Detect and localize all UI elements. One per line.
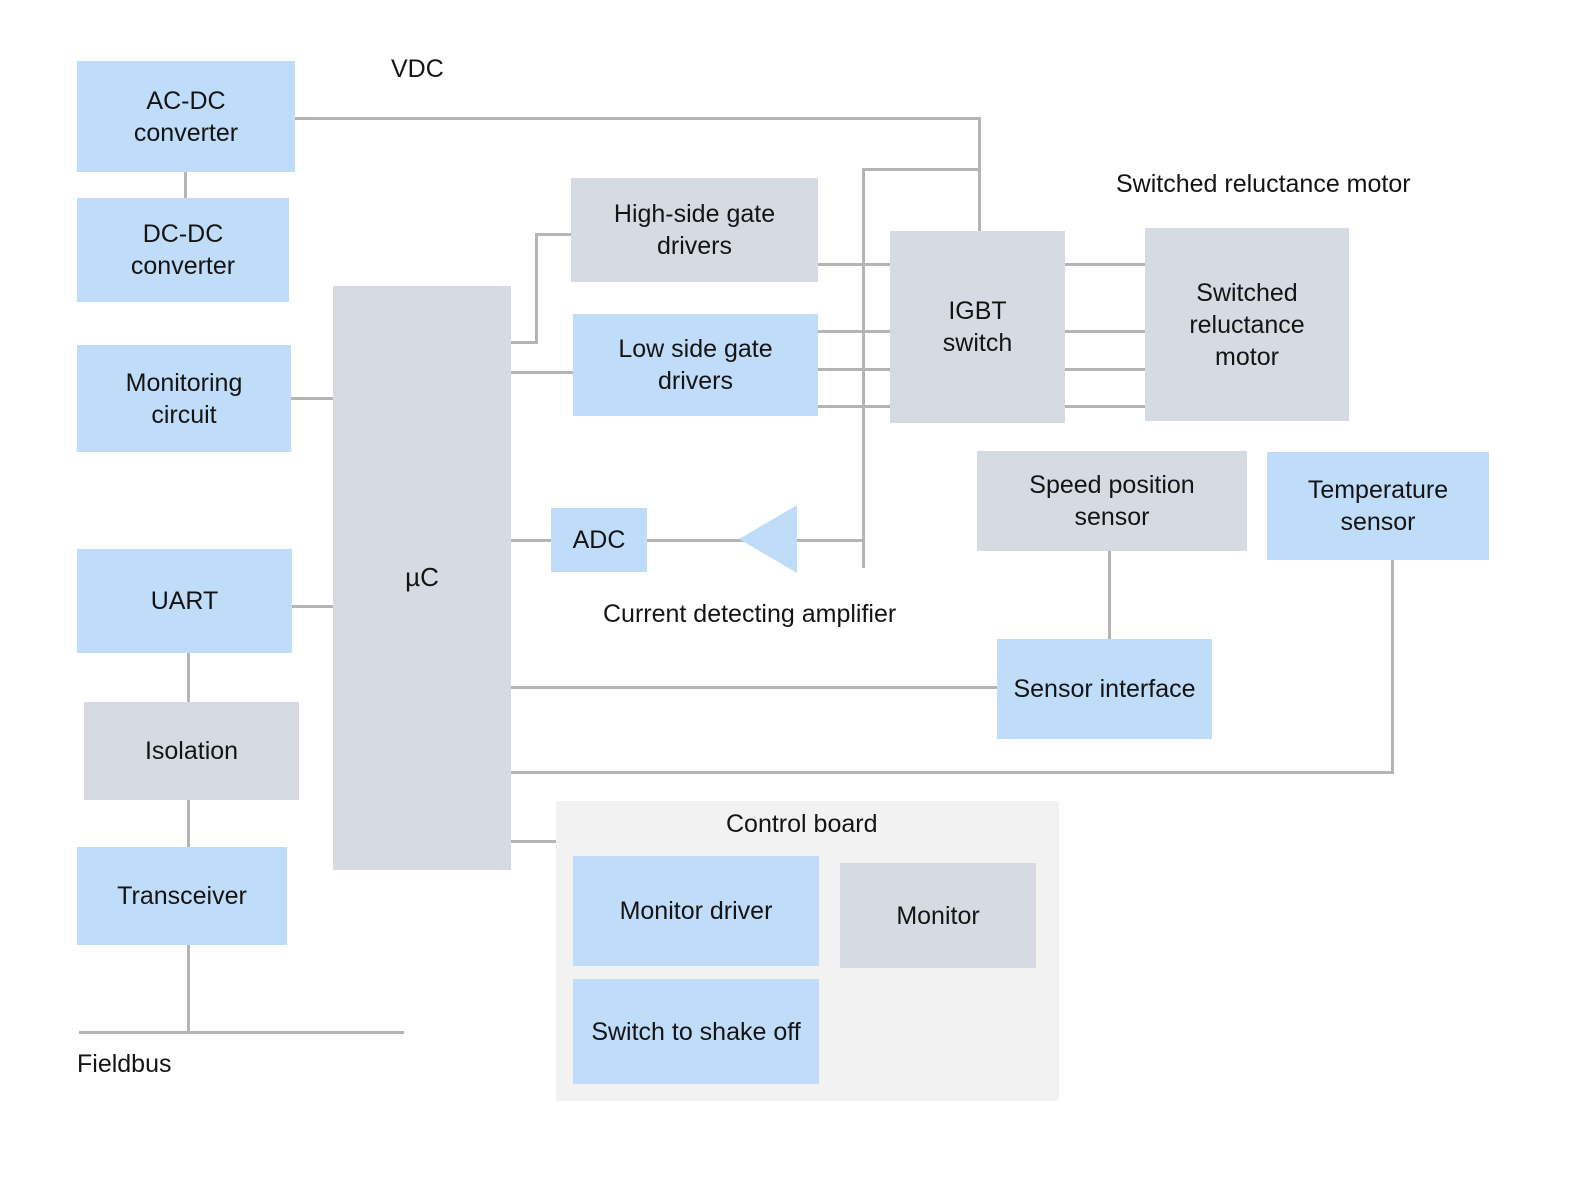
wire-highside-to-igbt xyxy=(817,263,893,266)
block-switch-to-shake-off[interactable]: Switch to shake off xyxy=(573,979,819,1084)
wire-amp-to-adc xyxy=(646,539,744,542)
wire-transceiver-to-fieldbus xyxy=(187,944,190,1033)
wire-uart-to-isolation xyxy=(187,653,190,704)
block-uart[interactable]: UART xyxy=(77,549,292,653)
wire-igbt-to-motor-2 xyxy=(1063,330,1147,333)
current-detecting-amplifier-icon xyxy=(739,505,797,573)
wire-isolation-to-transceiver xyxy=(187,799,190,849)
wire-uart-to-uc xyxy=(291,605,336,608)
block-speed-position-sensor[interactable]: Speed position sensor xyxy=(977,451,1247,551)
control-board-label: Control board xyxy=(726,810,878,838)
wire-current-sense-to-amp xyxy=(790,539,865,542)
block-high-side-gate-drivers[interactable]: High-side gate drivers xyxy=(571,178,818,282)
wire-igbt-to-motor-3 xyxy=(1063,368,1147,371)
wire-lowside-to-igbt-3 xyxy=(817,405,893,408)
block-isolation[interactable]: Isolation xyxy=(84,702,299,800)
block-adc[interactable]: ADC xyxy=(551,508,647,572)
wire-uc-to-highside-seg2 xyxy=(535,233,538,344)
wire-igbt-to-motor-1 xyxy=(1063,263,1147,266)
vdc-label: VDC xyxy=(391,55,444,83)
fieldbus-label: Fieldbus xyxy=(77,1050,172,1078)
wire-fieldbus-rail xyxy=(79,1031,404,1034)
wire-vdc-horizontal xyxy=(295,117,981,120)
wire-lowside-to-igbt-1 xyxy=(817,330,893,333)
wire-temperature-sensor-down xyxy=(1391,560,1394,773)
block-temperature-sensor[interactable]: Temperature sensor xyxy=(1267,452,1489,560)
wire-temperature-to-uc xyxy=(510,771,1394,774)
wire-uc-to-lowside xyxy=(510,371,576,374)
block-monitoring-circuit[interactable]: Monitoring circuit xyxy=(77,345,291,452)
wire-monitoring-to-uc xyxy=(291,397,336,400)
block-dc-dc-converter[interactable]: DC-DC converter xyxy=(77,198,289,302)
block-transceiver[interactable]: Transceiver xyxy=(77,847,287,945)
block-microcontroller[interactable]: µC xyxy=(333,286,511,870)
wire-sensor-interface-to-uc xyxy=(510,686,999,689)
block-monitor[interactable]: Monitor xyxy=(840,863,1036,968)
block-igbt-switch[interactable]: IGBT switch xyxy=(890,231,1065,423)
wire-uc-to-highside-seg3 xyxy=(535,233,575,236)
block-low-side-gate-drivers[interactable]: Low side gate drivers xyxy=(573,314,818,416)
wire-speed-sensor-to-interface xyxy=(1108,551,1111,639)
block-ac-dc-converter[interactable]: AC-DC converter xyxy=(77,61,295,172)
wire-vdc-down-to-igbt xyxy=(978,117,981,235)
switched-reluctance-motor-group-label: Switched reluctance motor xyxy=(1116,170,1411,198)
wire-igbt-to-motor-4 xyxy=(1063,405,1147,408)
wire-uc-to-adc xyxy=(510,539,552,542)
current-detecting-amplifier-label: Current detecting amplifier xyxy=(603,600,897,628)
wire-uc-to-control-board xyxy=(510,840,570,843)
block-sensor-interface[interactable]: Sensor interface xyxy=(997,639,1212,739)
wire-uc-to-highside-seg1 xyxy=(510,341,538,344)
wire-acdc-to-dcdc xyxy=(184,172,187,198)
block-switched-reluctance-motor[interactable]: Switched reluctance motor xyxy=(1145,228,1349,421)
wire-lowside-to-igbt-2 xyxy=(817,368,893,371)
block-monitor-driver[interactable]: Monitor driver xyxy=(573,856,819,966)
wire-vdc-branch-horizontal xyxy=(862,168,981,171)
